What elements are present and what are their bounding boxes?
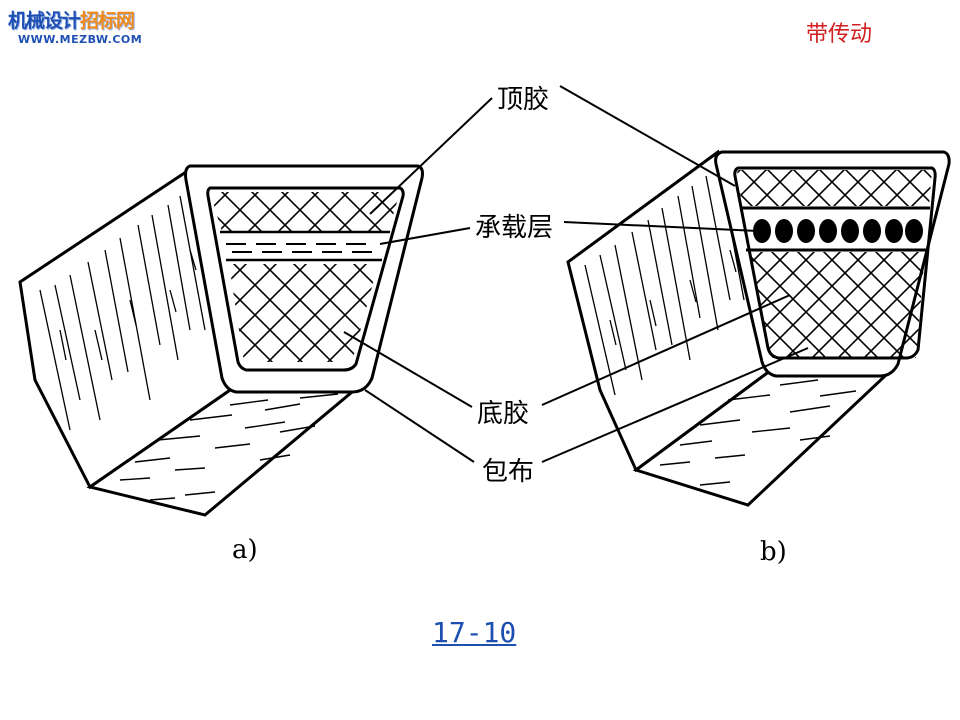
label-tension-layer: 承载层 — [475, 213, 553, 243]
label-top-rubber: 顶胶 — [497, 85, 549, 115]
label-bottom-rubber: 底胶 — [477, 399, 529, 429]
label-cover-cloth: 包布 — [482, 457, 534, 487]
figure-b-label: b) — [760, 537, 787, 567]
belt-a — [20, 166, 423, 515]
belt-a-top-rubber — [200, 188, 410, 234]
figure-a-label: a) — [232, 535, 258, 565]
belt-b-top-rubber — [735, 168, 935, 208]
figure-reference-link[interactable]: 17-10 — [432, 616, 516, 649]
belt-b-bottom-rubber — [745, 250, 930, 360]
belt-b — [568, 152, 949, 505]
